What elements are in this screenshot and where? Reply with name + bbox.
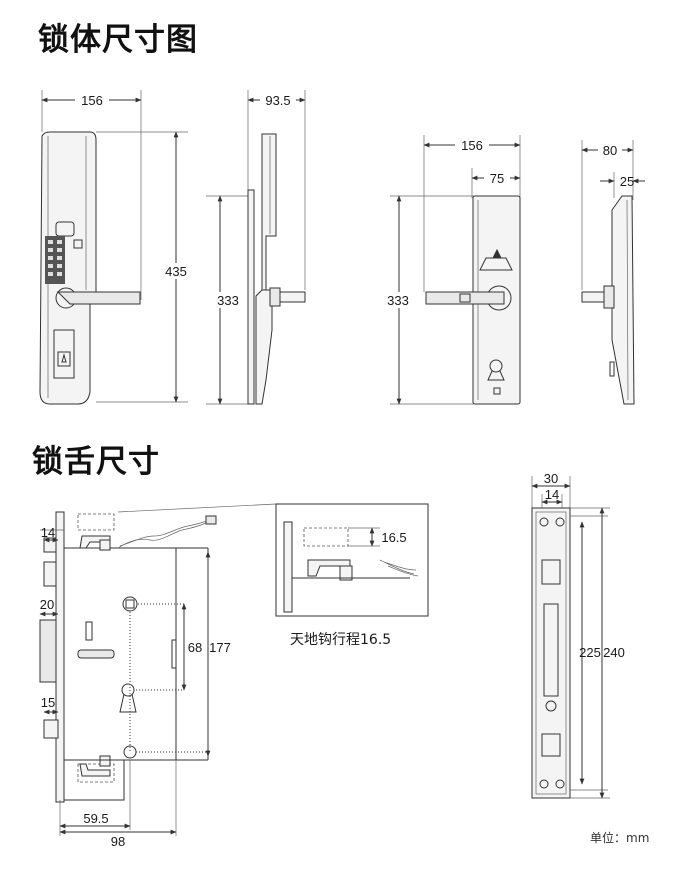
key-cover [53, 329, 75, 379]
dim-back-inner: 75 [490, 171, 504, 186]
dead-bolt [39, 619, 57, 683]
detail-caption: 天地钩行程16.5 [290, 632, 391, 648]
dim-backset: 59.5 [83, 811, 108, 826]
back-side-panel [611, 195, 635, 405]
back-side-view: 80 25 [581, 140, 645, 405]
dim-dead-bolt: 20 [40, 597, 54, 612]
front-view: 156 435 [39, 90, 194, 405]
mortise-faceplate [55, 511, 65, 803]
unit-label: 单位：mm [590, 830, 649, 845]
dim-top-latch: 14 [41, 525, 55, 540]
lock-body-dimensions-title: 锁体尺寸图 [38, 22, 198, 58]
dim-bottom-latch: 15 [41, 695, 55, 710]
dim-faceplate-inner: 14 [545, 487, 559, 502]
faceplate [531, 507, 571, 799]
dim-back-height: 333 [387, 293, 409, 308]
dim-faceplate-width: 30 [544, 471, 558, 486]
dim-back-width: 156 [461, 138, 483, 153]
latch-dimensions-title: 锁舌尺寸 [32, 444, 160, 480]
dim-detail-travel: 16.5 [381, 530, 406, 545]
side-door-plate [247, 189, 255, 405]
dim-back-side-depth: 80 [603, 143, 617, 158]
detail-frame [275, 503, 429, 617]
dim-faceplate-length: 240 [603, 645, 625, 660]
dim-side-depth: 93.5 [265, 93, 290, 108]
detail-view: 16.5 天地钩行程16.5 [275, 503, 429, 648]
back-view: 156 75 333 [380, 135, 521, 405]
dim-side-height: 333 [217, 293, 239, 308]
dim-back-side-inner: 25 [620, 174, 634, 189]
side-front-panel [261, 133, 277, 298]
side-view: 93.5 333 [206, 90, 306, 405]
spindle-hole [122, 596, 138, 612]
dim-front-height: 435 [165, 264, 187, 279]
bolt-slot [543, 603, 559, 697]
cable [117, 521, 209, 549]
back-handle [425, 291, 505, 305]
dim-center-distance: 68 [188, 640, 202, 655]
dim-case-width: 98 [111, 834, 125, 849]
triangle-icon [492, 248, 502, 259]
front-handle [56, 291, 141, 305]
dim-front-width: 156 [81, 93, 103, 108]
side-handle [279, 291, 306, 303]
dim-faceplate-hole-span: 225 [579, 645, 601, 660]
mortise-case: 14 20 15 68 177 59.5 98 [39, 503, 277, 849]
faceplate-view: 30 14 225 240 [531, 471, 625, 799]
dim-total-height: 177 [209, 640, 231, 655]
